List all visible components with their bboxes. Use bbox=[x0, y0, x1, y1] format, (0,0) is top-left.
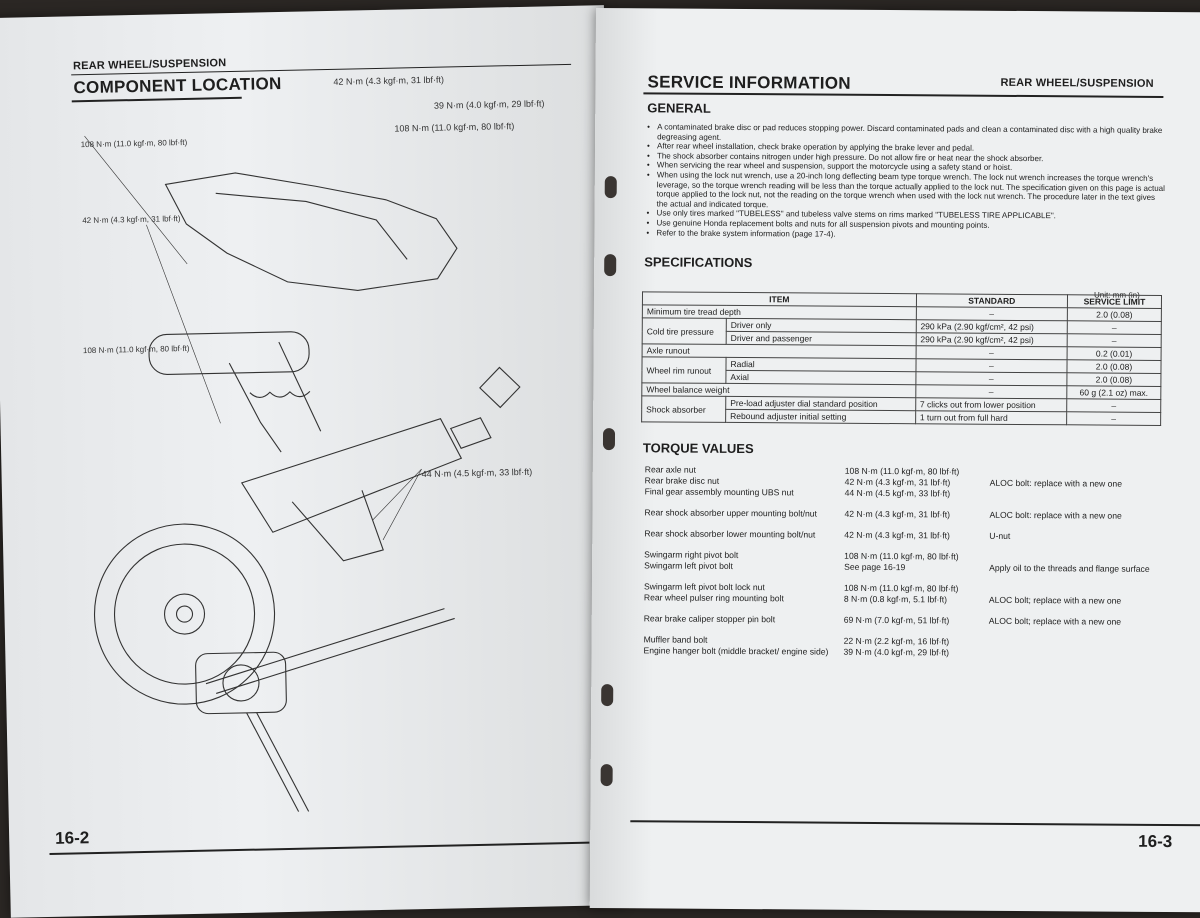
table-cell: 42 N·m (4.3 kgf·m, 31 lbf·ft) bbox=[844, 529, 950, 541]
specifications-table: ITEM STANDARD SERVICE LIMIT Minimum tire… bbox=[641, 291, 1162, 426]
table-row: Rear brake caliper stopper pin bolt 69 N·… bbox=[644, 613, 1184, 626]
exploded-view-diagram bbox=[84, 135, 521, 813]
table-cell: Radial bbox=[725, 357, 916, 372]
table-row: Rear shock absorber lower mounting bolt/… bbox=[644, 528, 1184, 541]
table-cell: Driver and passenger bbox=[726, 331, 916, 346]
torque-values-list: Rear axle nut 108 N·m (11.0 kgf·m, 80 lbf… bbox=[596, 8, 1200, 657]
table-cell: – bbox=[915, 384, 1067, 399]
specifications-heading: SPECIFICATIONS bbox=[644, 254, 753, 271]
table-cell: Rear wheel pulser ring mounting bolt bbox=[643, 592, 784, 604]
table-cell: 22 N·m (2.2 kgf·m, 16 lbf·ft) bbox=[843, 635, 950, 647]
table-cell: ALOC bolt; replace with a new one bbox=[988, 594, 1122, 606]
table-cell: Final gear assembly mounting UBS nut bbox=[644, 486, 794, 498]
table-cell: Cold tire pressure bbox=[642, 317, 727, 345]
table-cell: Rear shock absorber upper mounting bolt/… bbox=[644, 507, 817, 519]
table-cell: 69 N·m (7.0 kgf·m, 51 lbf·ft) bbox=[843, 614, 950, 626]
table-cell: – bbox=[915, 345, 1068, 360]
footer-rule bbox=[49, 841, 590, 855]
table-cell: – bbox=[916, 306, 1068, 321]
binder-hole bbox=[604, 254, 617, 277]
torque-values-heading: TORQUE VALUES bbox=[642, 440, 754, 457]
table-cell: Axial bbox=[725, 370, 916, 385]
table-cell: 39 N·m (4.0 kgf·m, 29 lbf·ft) bbox=[843, 646, 950, 658]
binder-hole bbox=[604, 176, 617, 199]
table-cell: Rear brake caliper stopper pin bolt bbox=[643, 613, 776, 625]
table-cell: 42 N·m (4.3 kgf·m, 31 lbf·ft) bbox=[844, 508, 951, 520]
table-cell: Swingarm left pivot bolt lock nut bbox=[643, 581, 765, 593]
binder-hole bbox=[602, 428, 616, 451]
table-cell: U-nut bbox=[989, 530, 1011, 541]
page-number: 16-3 bbox=[1138, 831, 1173, 852]
table-row: Swingarm right pivot bolt 108 N·m (11.0 k… bbox=[644, 549, 1184, 561]
general-list: A contaminated brake disc or pad reduces… bbox=[646, 122, 1167, 241]
table-cell: 1 turn out from full hard bbox=[915, 410, 1067, 425]
table-cell: Muffler band bolt bbox=[643, 634, 708, 645]
binder-hole bbox=[601, 684, 614, 707]
table-cell: – bbox=[1067, 320, 1162, 335]
table-cell: 108 N·m (11.0 kgf·m, 80 lbf·ft) bbox=[844, 465, 960, 477]
table-row: Muffler band bolt 22 N·m (2.2 kgf·m, 16 l… bbox=[644, 634, 1184, 646]
table-cell: – bbox=[915, 358, 1068, 373]
table-row: Rear axle nut 108 N·m (11.0 kgf·m, 80 lbf… bbox=[645, 464, 1185, 476]
binder-hole bbox=[600, 764, 613, 787]
table-cell: 108 N·m (11.0 kgf·m, 80 lbf·ft) bbox=[843, 582, 959, 594]
table-cell: 290 kPa (2.90 kgf/cm², 42 psi) bbox=[915, 332, 1068, 347]
running-head: REAR WHEEL/SUSPENSION bbox=[72, 57, 227, 73]
table-cell: ALOC bolt; replace with a new one bbox=[988, 615, 1122, 627]
table-cell: Rear brake disc nut bbox=[644, 475, 720, 486]
table-cell: ALOC bolt: replace with a new one bbox=[989, 477, 1123, 489]
table-cell: 8 N·m (0.8 kgf·m, 5.1 lbf·ft) bbox=[843, 593, 948, 605]
table-cell: 44 N·m (4.5 kgf·m, 33 lbf·ft) bbox=[844, 487, 951, 499]
table-cell: 2.0 (0.08) bbox=[1067, 307, 1162, 322]
table-row: Swingarm left pivot bolt lock nut 108 N·m… bbox=[644, 581, 1184, 593]
table-cell: – bbox=[915, 371, 1067, 386]
list-item: When using the lock nut wrench, use a 20… bbox=[647, 170, 1167, 212]
table-cell: Apply oil to the threads and flange surf… bbox=[989, 562, 1150, 574]
table-cell bbox=[989, 584, 1169, 585]
page-number: 16-2 bbox=[54, 828, 90, 848]
table-cell bbox=[990, 467, 1170, 468]
table-cell: 108 N·m (11.0 kgf·m, 80 lbf·ft) bbox=[844, 550, 959, 562]
table-cell bbox=[989, 552, 1169, 553]
table-cell: Driver only bbox=[726, 318, 917, 333]
title-rule bbox=[643, 92, 1164, 98]
left-page: REAR WHEEL/SUSPENSION COMPONENT LOCATION… bbox=[0, 5, 623, 918]
table-cell: Swingarm left pivot bolt bbox=[644, 560, 733, 571]
column-header: STANDARD bbox=[916, 293, 1068, 308]
table-cell: 0.2 (0.01) bbox=[1067, 346, 1162, 361]
table-cell bbox=[989, 648, 1169, 649]
table-cell bbox=[989, 637, 1169, 638]
table-cell: Swingarm right pivot bolt bbox=[644, 549, 739, 561]
table-cell: Wheel rim runout bbox=[641, 356, 727, 384]
running-head: REAR WHEEL/SUSPENSION bbox=[1000, 76, 1154, 90]
table-cell: – bbox=[1067, 333, 1162, 348]
table-cell: 2.0 (0.08) bbox=[1066, 359, 1162, 374]
page-title: SERVICE INFORMATION bbox=[647, 72, 851, 93]
table-cell: 60 g (2.1 oz) max. bbox=[1066, 385, 1161, 400]
table-cell: – bbox=[1066, 411, 1161, 426]
footer-rule bbox=[630, 820, 1200, 827]
table-row: Rear shock absorber upper mounting bolt/… bbox=[644, 507, 1185, 520]
table-cell: 42 N·m (4.3 kgf·m, 31 lbf·ft) bbox=[844, 476, 951, 488]
table-cell: Rebound adjuster initial setting bbox=[725, 409, 916, 424]
table-cell: ALOC bolt: replace with a new one bbox=[989, 509, 1122, 521]
table-cell: 290 kPa (2.90 kgf/cm², 42 psi) bbox=[915, 319, 1068, 334]
right-page: SERVICE INFORMATION REAR WHEEL/SUSPENSIO… bbox=[589, 8, 1200, 913]
table-cell: Shock absorber bbox=[641, 395, 726, 423]
table-cell: See page 16-19 bbox=[844, 561, 906, 573]
table-cell: Pre-load adjuster dial standard position bbox=[725, 396, 916, 411]
table-cell: 2.0 (0.08) bbox=[1066, 372, 1161, 387]
general-heading: GENERAL bbox=[647, 100, 711, 116]
torque-label: 42 N·m (4.3 kgf·m, 31 lbf·ft) bbox=[333, 74, 445, 87]
table-cell: – bbox=[1066, 398, 1161, 413]
table-cell bbox=[990, 489, 1170, 490]
table-cell: Engine hanger bolt (middle bracket/ engi… bbox=[643, 645, 829, 657]
table-cell: 7 clicks out from lower position bbox=[915, 397, 1067, 412]
table-cell: Rear axle nut bbox=[644, 464, 696, 475]
table-cell: Rear shock absorber lower mounting bolt/… bbox=[644, 528, 816, 540]
column-header: SERVICE LIMIT bbox=[1067, 294, 1162, 309]
